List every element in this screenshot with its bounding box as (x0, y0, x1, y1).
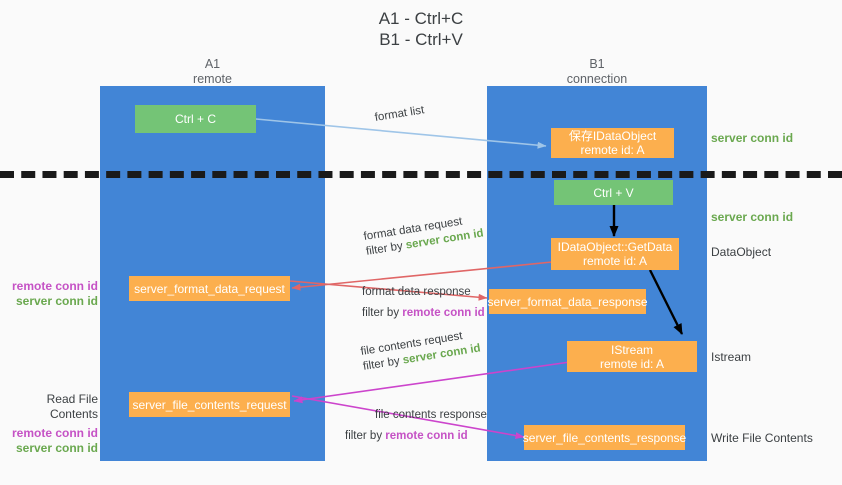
node-server-format-data-response[interactable]: server_format_data_response (487, 289, 648, 314)
edge-label-file-contents-response-text: file contents response (375, 409, 487, 421)
node-save-idataobject-line1: 保存IDataObject (568, 129, 657, 143)
edge-label-file-contents-response: file contents response filter by remote … (345, 408, 487, 444)
edge-label-file-contents-request: file contents request filter by server c… (360, 327, 482, 375)
lane-header-a1: A1 remote (100, 57, 325, 87)
node-server-file-contents-response[interactable]: server_file_contents_response (522, 425, 687, 450)
edge-label-format-data-response: format data response filter by remote co… (362, 285, 485, 321)
edge-filter-prefix: filter by (362, 307, 403, 319)
node-save-idataobject-line2: remote id: A (580, 143, 645, 157)
node-ctrl-v[interactable]: Ctrl + V (554, 180, 673, 205)
node-getdata-line2: remote id: A (582, 254, 648, 268)
lane-b1-subtitle: connection (566, 72, 628, 86)
edge-label-format-list-text: format list (373, 104, 426, 124)
edge-filter-value: remote conn id (402, 307, 485, 319)
lane-header-b1: B1 connection (487, 57, 707, 87)
node-istream-line1: IStream (610, 342, 653, 357)
node-server-file-contents-request-label: server_file_contents_request (132, 397, 287, 412)
left-label-group-2: Read File Contents remote conn id server… (2, 392, 98, 456)
node-ctrl-v-label: Ctrl + V (593, 185, 634, 200)
edge-label-format-list: format list (374, 103, 426, 126)
left-label-group-1: remote conn id server conn id (10, 279, 98, 309)
edge-filter-file-contents-response: filter by remote conn id (345, 429, 487, 444)
right-label-dataobject: DataObject (711, 245, 772, 259)
node-istream[interactable]: IStream remote id: A (567, 341, 697, 372)
left-label-server-conn-id-2: server conn id (15, 441, 98, 455)
node-server-file-contents-request[interactable]: server_file_contents_request (129, 392, 290, 417)
node-server-file-contents-response-label: server_file_contents_response (522, 430, 687, 445)
lane-a1-subtitle: remote (193, 72, 232, 86)
page-title: A1 - Ctrl+C B1 - Ctrl+V (0, 8, 842, 50)
left-label-remote-conn-id-2: remote conn id (11, 426, 98, 440)
node-server-format-data-response-label: server_format_data_response (487, 294, 648, 309)
node-istream-line2: remote id: A (599, 356, 665, 371)
node-server-format-data-request-label: server_format_data_request (134, 281, 285, 296)
edge-filter-prefix: filter by (345, 430, 386, 442)
lane-b1-title: B1 (589, 57, 605, 71)
node-ctrl-c[interactable]: Ctrl + C (135, 105, 256, 133)
left-label-server-conn-id-1: server conn id (15, 294, 98, 308)
edge-label-format-data-response-text: format data response (362, 286, 471, 298)
node-ctrl-c-label: Ctrl + C (174, 112, 216, 126)
node-getdata-line1: IDataObject::GetData (557, 240, 673, 254)
left-label-remote-conn-id-1: remote conn id (11, 279, 98, 293)
edge-label-format-data-request: format data request filter by server con… (363, 212, 485, 260)
left-label-read-file-contents: Read File Contents (46, 392, 98, 421)
node-save-idataobject[interactable]: 保存IDataObject remote id: A (551, 128, 674, 158)
right-label-write-file-contents: Write File Contents (711, 431, 813, 445)
title-line-1: A1 - Ctrl+C (378, 9, 464, 28)
edge-filter-value: remote conn id (385, 430, 468, 442)
title-line-2: B1 - Ctrl+V (379, 30, 463, 49)
divider-line (0, 171, 842, 178)
node-server-format-data-request[interactable]: server_format_data_request (129, 276, 290, 301)
right-label-server-conn-id-1: server conn id (711, 131, 794, 145)
right-label-istream: Istream (711, 350, 752, 364)
lane-a1-title: A1 (204, 57, 221, 71)
node-idataobject-getdata[interactable]: IDataObject::GetData remote id: A (551, 238, 679, 270)
edge-filter-format-data-response: filter by remote conn id (362, 306, 485, 321)
right-label-server-conn-id-2: server conn id (711, 210, 794, 224)
